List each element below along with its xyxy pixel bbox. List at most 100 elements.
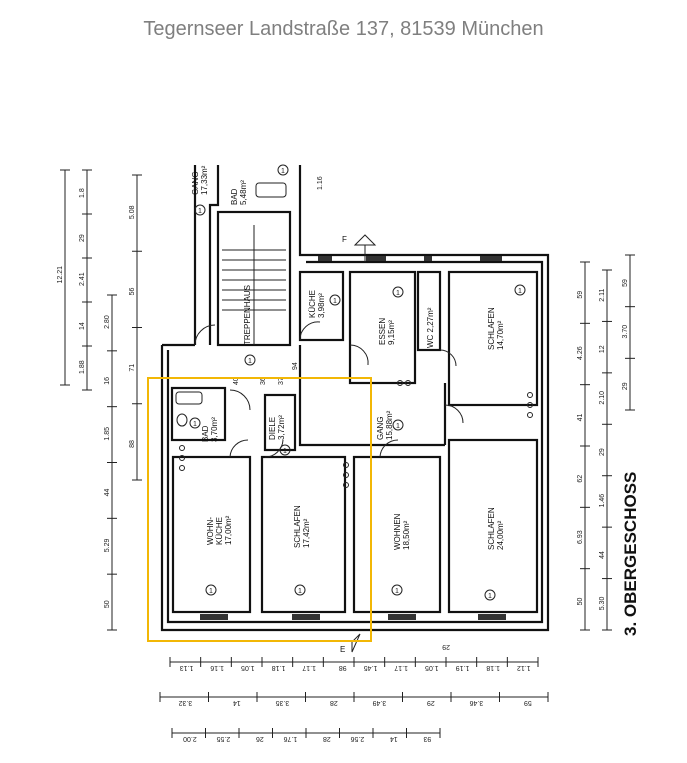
- room-number-text: 1: [488, 593, 492, 600]
- dimension-value: 50: [577, 597, 584, 605]
- dimension-value: 1.85: [104, 427, 111, 441]
- dimension-value: 6.93: [577, 530, 584, 544]
- dimension-value: 3.49: [373, 699, 387, 706]
- dimension-value: 2.56: [351, 735, 365, 742]
- room-number-marker: 1: [194, 204, 206, 216]
- dimension-value: 28: [330, 699, 338, 706]
- room-number-marker: 1: [329, 294, 341, 306]
- dimension-value: 2.10: [599, 391, 606, 405]
- room-number-text: 1: [518, 288, 522, 295]
- room-number-text: 1: [395, 588, 399, 595]
- dimension-value: 12.21: [57, 266, 64, 284]
- room-wc-label: WC 2,27m²: [426, 307, 435, 348]
- dimension-value: 2.80: [104, 315, 111, 329]
- dimension-value: 1.17: [394, 664, 408, 671]
- dimension-value: 5.30: [599, 597, 606, 611]
- dimension-value: 29: [622, 382, 629, 390]
- dimension-value: 3.35: [276, 699, 290, 706]
- dimension-value: 56: [129, 287, 136, 295]
- dimension-value: 1.19: [456, 664, 470, 671]
- room-bad-label: BAD3,70m²: [201, 417, 219, 442]
- room-number-text: 1: [283, 448, 287, 455]
- section-marks: F E: [340, 234, 377, 654]
- room-number-marker: 1: [514, 284, 526, 296]
- dimension-value: 5.08: [129, 205, 136, 219]
- room-labels: WOHN-KÜCHE17,00m² SCHLAFEN17,42m² WOHNEN…: [191, 165, 505, 550]
- walls: [160, 165, 550, 632]
- dimension-value: 1.13: [180, 664, 194, 671]
- dimension-value: 1.17: [302, 664, 316, 671]
- room-number-text: 1: [209, 588, 213, 595]
- room-number-marker: 1: [189, 417, 201, 429]
- dimension-value: 1.05: [241, 664, 255, 671]
- room-number-text: 1: [193, 421, 197, 428]
- dimension-value: 41: [577, 413, 584, 421]
- dimension-value: 71: [129, 364, 136, 372]
- dimension-value: 1.18: [272, 664, 286, 671]
- dimension-value: 98: [339, 664, 347, 671]
- dimension-value: 1.16: [317, 176, 324, 190]
- dimension-value: 1.46: [599, 494, 606, 508]
- dimension-value: 14: [79, 322, 86, 330]
- dimension-value: 1.45: [364, 664, 378, 671]
- room-bad-top-label: BAD5,48m²: [230, 180, 248, 205]
- dimension-value: 50: [104, 600, 111, 608]
- dimension-value: 16: [104, 377, 111, 385]
- windows: [200, 256, 506, 620]
- room-gang-label: GANG15,88m²: [376, 410, 394, 440]
- dimension-value: 44: [599, 551, 606, 559]
- dimension-value: 1.16: [210, 664, 224, 671]
- room-number-marker: 1: [279, 444, 291, 456]
- dimension-value: 4.26: [577, 346, 584, 360]
- room-number-text: 1: [333, 298, 337, 305]
- dimension-value: 93: [423, 735, 431, 742]
- room-kueche-label: KÜCHE3,98m²: [308, 290, 326, 318]
- dimension-value: 2.55: [217, 735, 231, 742]
- dimension-value: 14: [233, 699, 241, 706]
- dimension-value: 2.41: [79, 272, 86, 286]
- room-gang-top-label: GANG17,33m²: [191, 165, 209, 195]
- dimension-value: 37: [278, 377, 285, 385]
- dimension-value: 29: [427, 699, 435, 706]
- room-schlafen-3-label: SCHLAFEN14,70m²: [487, 307, 505, 350]
- dimension-value: 44: [104, 489, 111, 497]
- dimension-value: 59: [524, 699, 532, 706]
- address-title: Tegernseer Landstraße 137, 81539 München: [143, 18, 544, 40]
- section-mark-e: E: [340, 645, 345, 654]
- dimension-value: 62: [577, 475, 584, 483]
- dimension-value: 40: [233, 377, 240, 385]
- dimension-value: 2.11: [599, 289, 606, 302]
- room-number-marker: 1: [277, 164, 289, 176]
- dimension-value: 1.12: [517, 664, 531, 671]
- room-number-text: 1: [198, 208, 202, 215]
- dimension-value: 29: [442, 643, 450, 650]
- dimension-value: 88: [129, 440, 136, 448]
- room-wohnkueche-label: WOHN-KÜCHE17,00m²: [206, 515, 233, 545]
- dimension-value: 59: [577, 291, 584, 299]
- dimension-value: 12: [599, 345, 606, 353]
- room-schlafen-2-label: SCHLAFEN24,00m²: [487, 507, 505, 550]
- dimension-value: 1.88: [79, 360, 86, 374]
- room-number-marker: 1: [391, 584, 403, 596]
- room-number-text: 1: [281, 168, 285, 175]
- dimension-value: 14: [390, 735, 398, 742]
- dimension-value: 29: [79, 234, 86, 242]
- dimension-value: 5.29: [104, 539, 111, 553]
- room-number-marker: 1: [244, 354, 256, 366]
- floor-label: 3. OBERGESCHOSS: [621, 472, 640, 636]
- room-number-text: 1: [396, 423, 400, 430]
- fixtures: [175, 182, 533, 488]
- room-number-marker: 1: [484, 589, 496, 601]
- dimension-value: 36: [260, 377, 267, 385]
- room-number-marker: 1: [294, 584, 306, 596]
- section-mark-f: F: [342, 235, 347, 244]
- room-essen-label: ESSEN9,15m²: [378, 318, 396, 345]
- dimension-value: 3.32: [179, 699, 193, 706]
- dimension-value: 26: [256, 735, 264, 742]
- staircase: [222, 225, 286, 345]
- room-treppenhaus-label: TREPPENHAUS: [243, 285, 252, 345]
- dimension-value: 1.18: [486, 664, 500, 671]
- room-number-text: 1: [298, 588, 302, 595]
